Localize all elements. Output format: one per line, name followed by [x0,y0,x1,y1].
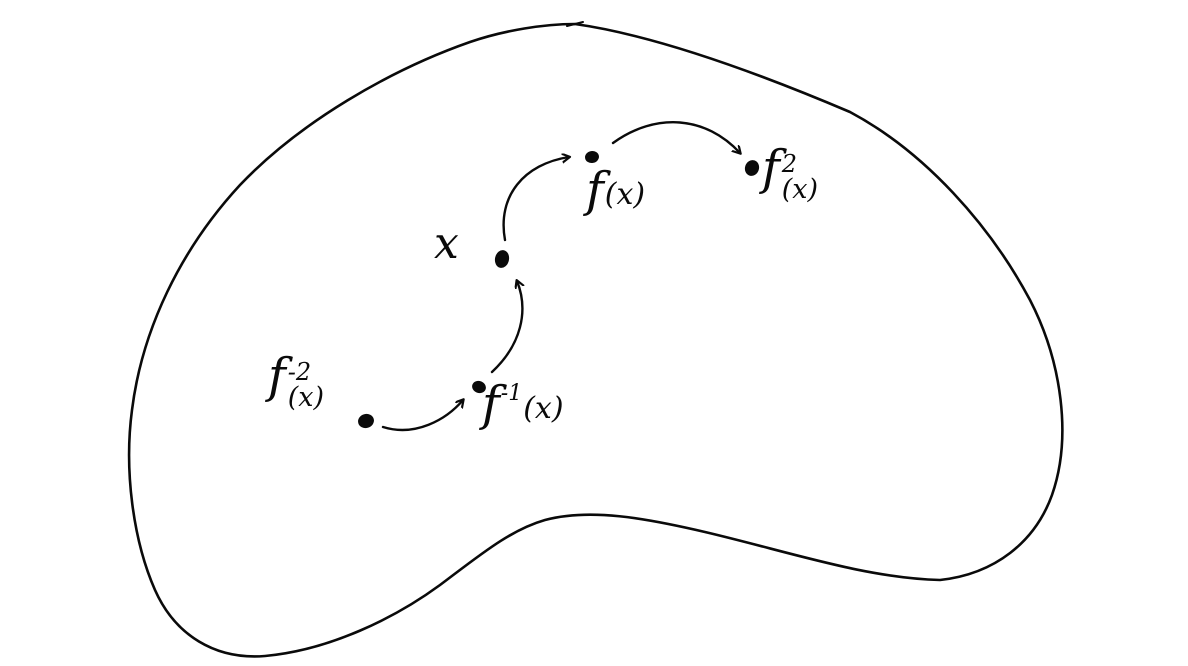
label-base: f [762,140,780,196]
arrow-f-inverse-2-to-f-inverse-1 [381,400,463,432]
label-argument: (x) [523,391,564,426]
point-x [494,250,510,268]
point-f-of-x [585,150,599,164]
label-exponent: 2 [781,150,798,178]
point-f-inverse-2 [358,413,374,429]
label-base: f [268,348,286,404]
set-outline [127,22,1064,658]
label-text: x [434,218,459,269]
label-base: f [586,162,604,218]
label-base: f [482,376,500,432]
arrow-f-to-f-squared [611,121,740,153]
point-f-inverse-1 [472,380,486,394]
arrow-f-inverse-1-to-x [490,281,522,374]
label-argument: (x) [287,382,325,413]
pen-overlap-mark [566,21,584,27]
label-exponent: -2 [287,358,312,386]
label-x: x [434,222,459,266]
label-f-inverse-2-of-x: f-2(x) [268,352,324,413]
point-f-squared [744,160,760,176]
arrow-x-to-f [502,157,569,242]
label-argument: (x) [604,177,646,212]
label-exponent: -1 [500,381,523,406]
label-f-inverse-1-of-x: f-1(x) [482,380,564,428]
label-f-of-x: f(x) [586,166,645,214]
label-argument: (x) [781,174,819,205]
